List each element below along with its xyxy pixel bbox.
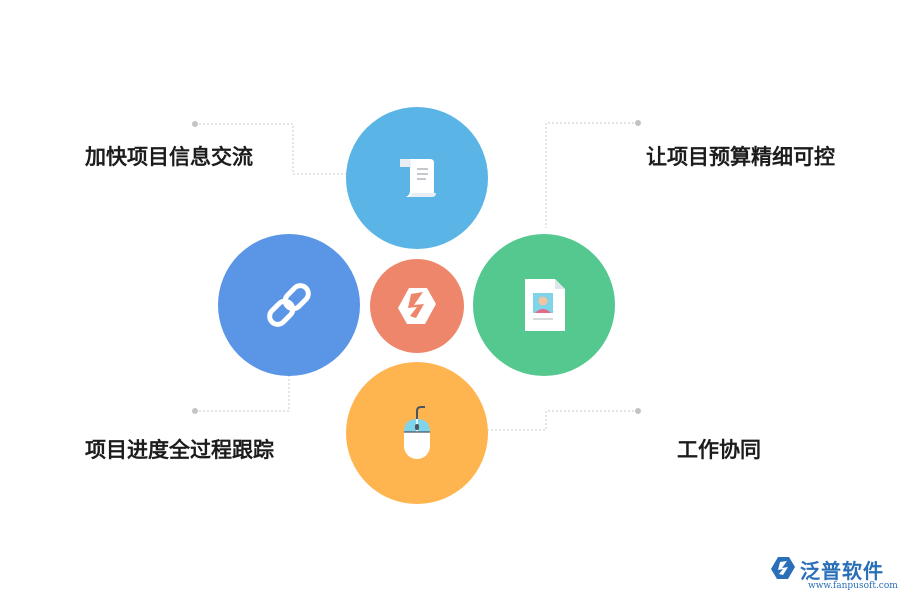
brand-logo-icon: [398, 288, 436, 324]
node-top-circle: [346, 107, 488, 249]
node-bottom-circle: [346, 362, 488, 504]
label-left-node: 项目进度全过程跟踪: [85, 438, 274, 462]
connector-dot: [192, 121, 198, 127]
node-center-circle: [370, 259, 464, 353]
watermark: 泛普软件 www.fanpusoft.com: [770, 553, 898, 595]
node-left-circle: [218, 234, 360, 376]
connector-bottom-left: [195, 376, 290, 412]
profile-card-icon: [525, 279, 565, 331]
scroll-document-icon: [400, 159, 436, 197]
connector-dot: [192, 408, 198, 414]
connector-dot: [635, 408, 641, 414]
chain-link-icon: [267, 283, 311, 327]
connector-bottom-right: [488, 410, 638, 431]
watermark-url: www.fanpusoft.com: [808, 581, 898, 591]
label-right-node: 让项目预算精细可控: [646, 145, 835, 169]
connector-top-left: [195, 123, 347, 175]
label-top-node: 加快项目信息交流: [85, 145, 253, 169]
node-right-circle: [473, 234, 615, 376]
watermark-logo-icon: [771, 557, 795, 579]
watermark-brand: 泛普软件: [800, 559, 884, 583]
connector-dot: [635, 120, 641, 126]
label-bottom-node: 工作协同: [677, 438, 761, 462]
connector-top-right: [545, 122, 638, 228]
computer-mouse-icon: [404, 406, 430, 459]
